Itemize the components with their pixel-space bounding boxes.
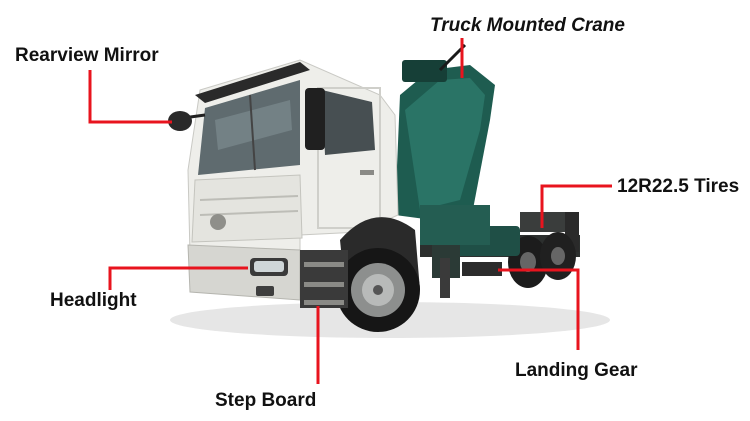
- sun-visor: [195, 62, 310, 103]
- label-step-board: Step Board: [215, 390, 317, 411]
- rearview-mirror: [168, 111, 192, 131]
- side-mirror: [305, 88, 325, 150]
- front-grille: [191, 174, 303, 243]
- label-tires: 12R22.5 Tires: [617, 176, 740, 197]
- label-rearview-mirror: Rearview Mirror: [15, 45, 159, 66]
- fog-light: [256, 286, 274, 296]
- label-landing-gear: Landing Gear: [515, 360, 638, 381]
- door-handle: [360, 170, 374, 175]
- door: [317, 87, 381, 229]
- grille-emblem: [210, 214, 226, 230]
- label-truck-mounted-crane: Truck Mounted Crane: [430, 15, 625, 36]
- landing-gear: [462, 262, 502, 276]
- side-window: [322, 90, 375, 155]
- label-headlight: Headlight: [50, 290, 137, 311]
- crane-base: [420, 205, 490, 245]
- step-board: [300, 250, 348, 308]
